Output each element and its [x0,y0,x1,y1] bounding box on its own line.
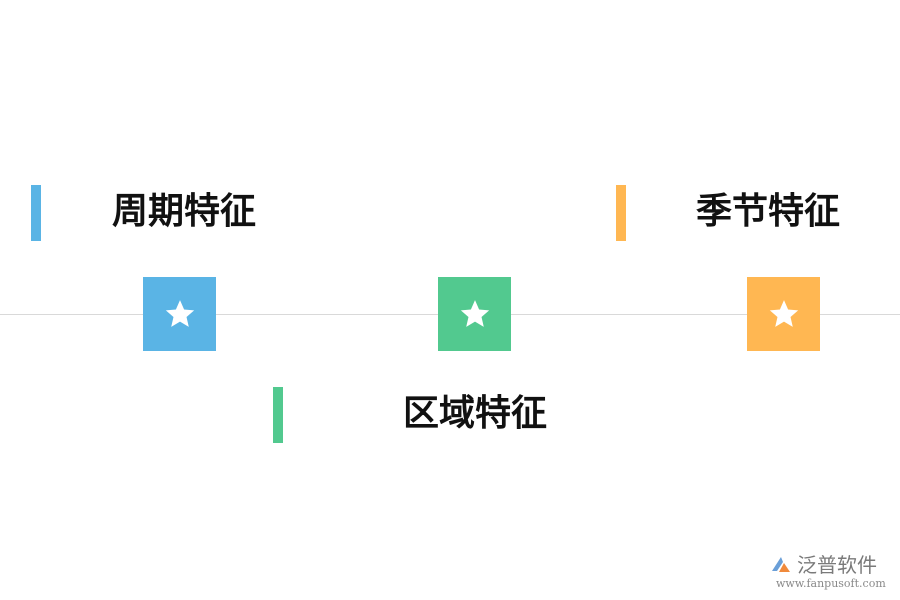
periodic-star-box [143,277,216,351]
star-icon [460,300,489,327]
seasonal-star-box [747,277,820,351]
logo-url: www.fanpusoft.com [776,577,886,590]
periodic-accent-bar [31,185,41,241]
logo-name: 泛普软件 [797,553,877,577]
periodic-feature-label: 周期特征 [112,191,257,232]
star-icon [769,300,798,327]
regional-feature-label: 区域特征 [403,393,548,434]
regional-star-box [438,277,511,351]
seasonal-accent-bar [616,185,626,241]
logo-mark-icon [772,557,790,572]
star-icon [165,300,194,327]
brand-logo: 泛普软件 www.fanpusoft.com [770,552,892,592]
regional-accent-bar [273,387,283,443]
seasonal-feature-label: 季节特征 [696,191,841,232]
